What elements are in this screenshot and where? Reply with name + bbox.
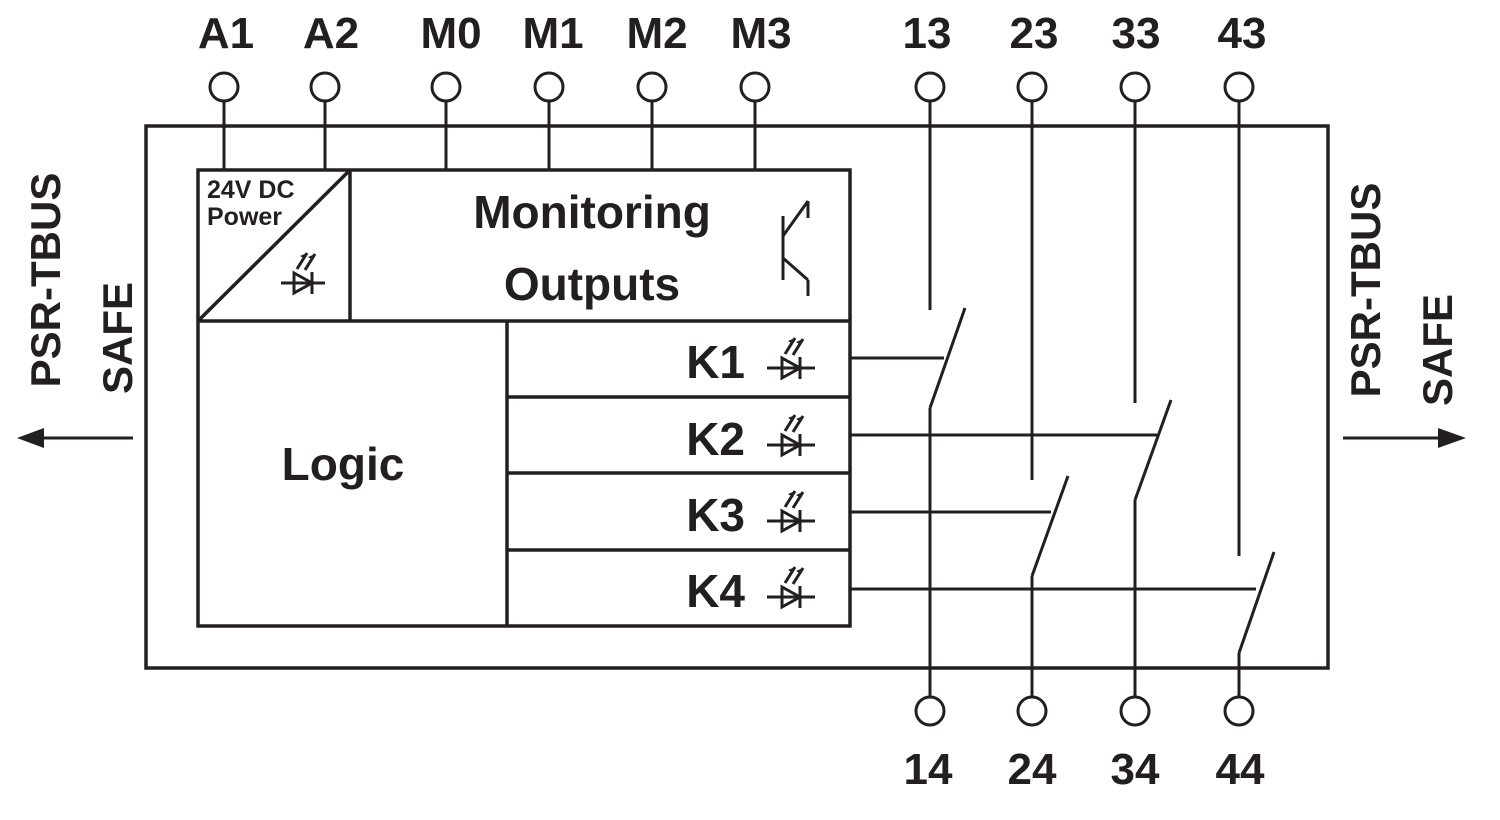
bus-right-line2: SAFE bbox=[1414, 294, 1461, 406]
power-label-line1: 24V DC bbox=[207, 176, 295, 204]
terminal-label-33: 33 bbox=[1112, 9, 1161, 58]
led-icon bbox=[767, 566, 815, 610]
terminal-label-43: 43 bbox=[1218, 9, 1267, 58]
bus-left-line1: PSR-TBUS bbox=[22, 173, 69, 388]
transistor-icon bbox=[781, 200, 810, 296]
relay-k4: K4 bbox=[686, 565, 815, 617]
monitoring-label-line2: Outputs bbox=[504, 258, 680, 310]
arrow-left-icon bbox=[17, 428, 133, 448]
terminal-m0 bbox=[430, 71, 462, 103]
terminal-label-34: 34 bbox=[1111, 745, 1160, 794]
terminal-label-24: 24 bbox=[1008, 745, 1057, 794]
relay-k2: K2 bbox=[686, 413, 815, 465]
terminal-44 bbox=[1223, 695, 1255, 727]
terminal-a2 bbox=[309, 71, 341, 103]
monitoring-label-line1: Monitoring bbox=[473, 186, 711, 238]
terminal-label-m1: M1 bbox=[522, 9, 583, 58]
terminal-m1 bbox=[533, 71, 565, 103]
terminal-label-23: 23 bbox=[1010, 9, 1059, 58]
bottom-terminal-wires bbox=[928, 408, 1241, 697]
terminal-label-14: 14 bbox=[904, 745, 953, 794]
housing-outline bbox=[144, 124, 1330, 670]
terminal-24 bbox=[1016, 695, 1048, 727]
terminal-label-13: 13 bbox=[903, 9, 952, 58]
power-block: 24V DC Power bbox=[207, 176, 325, 296]
relay-k3: K3 bbox=[686, 489, 815, 541]
arrow-right-icon bbox=[1343, 428, 1466, 448]
contact-switches bbox=[928, 307, 1276, 654]
bottom-terminals bbox=[914, 695, 1255, 727]
terminal-a1 bbox=[208, 71, 240, 103]
terminal-13 bbox=[914, 71, 946, 103]
terminal-label-a1: A1 bbox=[198, 9, 254, 58]
terminal-43 bbox=[1223, 71, 1255, 103]
bus-right: PSR-TBUS SAFE bbox=[1342, 183, 1466, 448]
terminal-label-m3: M3 bbox=[730, 9, 791, 58]
relay-label-k4: K4 bbox=[686, 565, 745, 617]
contact-23-24 bbox=[1030, 475, 1070, 577]
power-label-line2: Power bbox=[207, 203, 282, 231]
led-icon bbox=[767, 490, 815, 534]
actuation-lines bbox=[850, 356, 1256, 591]
led-icon bbox=[767, 414, 815, 458]
contact-33-34 bbox=[1133, 399, 1173, 501]
top-terminals bbox=[208, 71, 1255, 103]
bus-left-line2: SAFE bbox=[94, 282, 141, 394]
function-block bbox=[196, 168, 852, 628]
logic-label: Logic bbox=[282, 438, 405, 490]
terminal-label-a2: A2 bbox=[303, 9, 359, 58]
terminal-23 bbox=[1016, 71, 1048, 103]
terminal-label-m0: M0 bbox=[420, 9, 481, 58]
top-terminal-wires bbox=[222, 101, 1241, 556]
relay-k1: K1 bbox=[686, 336, 815, 388]
terminal-33 bbox=[1119, 71, 1151, 103]
power-led-icon bbox=[281, 252, 325, 296]
terminal-14 bbox=[914, 695, 946, 727]
terminal-label-m2: M2 bbox=[626, 9, 687, 58]
terminal-m2 bbox=[636, 71, 668, 103]
bottom-terminal-labels: 14 24 34 44 bbox=[904, 745, 1265, 794]
relay-label-k3: K3 bbox=[686, 489, 745, 541]
bus-right-line1: PSR-TBUS bbox=[1342, 183, 1389, 398]
terminal-label-44: 44 bbox=[1216, 745, 1265, 794]
led-icon bbox=[767, 337, 815, 381]
terminal-34 bbox=[1119, 695, 1151, 727]
bus-left: PSR-TBUS SAFE bbox=[17, 173, 141, 448]
top-terminal-labels: A1 A2 M0 M1 M2 M3 13 23 33 43 bbox=[198, 9, 1267, 58]
contact-43-44 bbox=[1237, 551, 1276, 654]
monitoring-block: Monitoring Outputs bbox=[473, 186, 810, 310]
contact-13-14 bbox=[928, 307, 967, 409]
terminal-m3 bbox=[739, 71, 771, 103]
relay-label-k2: K2 bbox=[686, 413, 745, 465]
relay-label-k1: K1 bbox=[686, 336, 745, 388]
